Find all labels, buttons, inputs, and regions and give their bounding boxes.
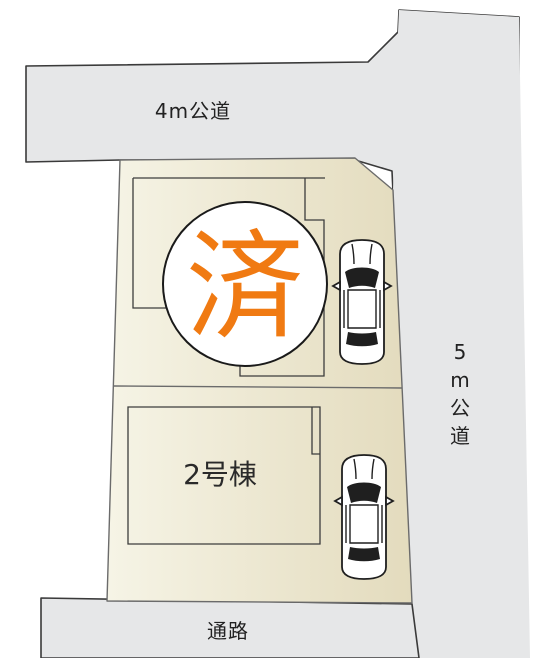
road-label-top: 4m公道 bbox=[155, 99, 231, 123]
road-5m-right bbox=[393, 10, 530, 658]
road-label-right-3: 公 bbox=[450, 396, 470, 420]
car-icon bbox=[332, 239, 392, 365]
road-label-right-4: 道 bbox=[450, 424, 470, 448]
road-label-bottom: 通路 bbox=[207, 619, 249, 643]
building-2-outline bbox=[127, 406, 321, 545]
stamp-text: 済 bbox=[186, 218, 304, 356]
road-label-right-2: m bbox=[450, 368, 469, 392]
road-label-right-1: 5 bbox=[454, 340, 467, 364]
building-2-label: 2号棟 bbox=[183, 458, 257, 491]
sold-stamp: 済 bbox=[162, 201, 328, 367]
lot-divider bbox=[113, 385, 403, 389]
car-icon bbox=[334, 454, 394, 580]
